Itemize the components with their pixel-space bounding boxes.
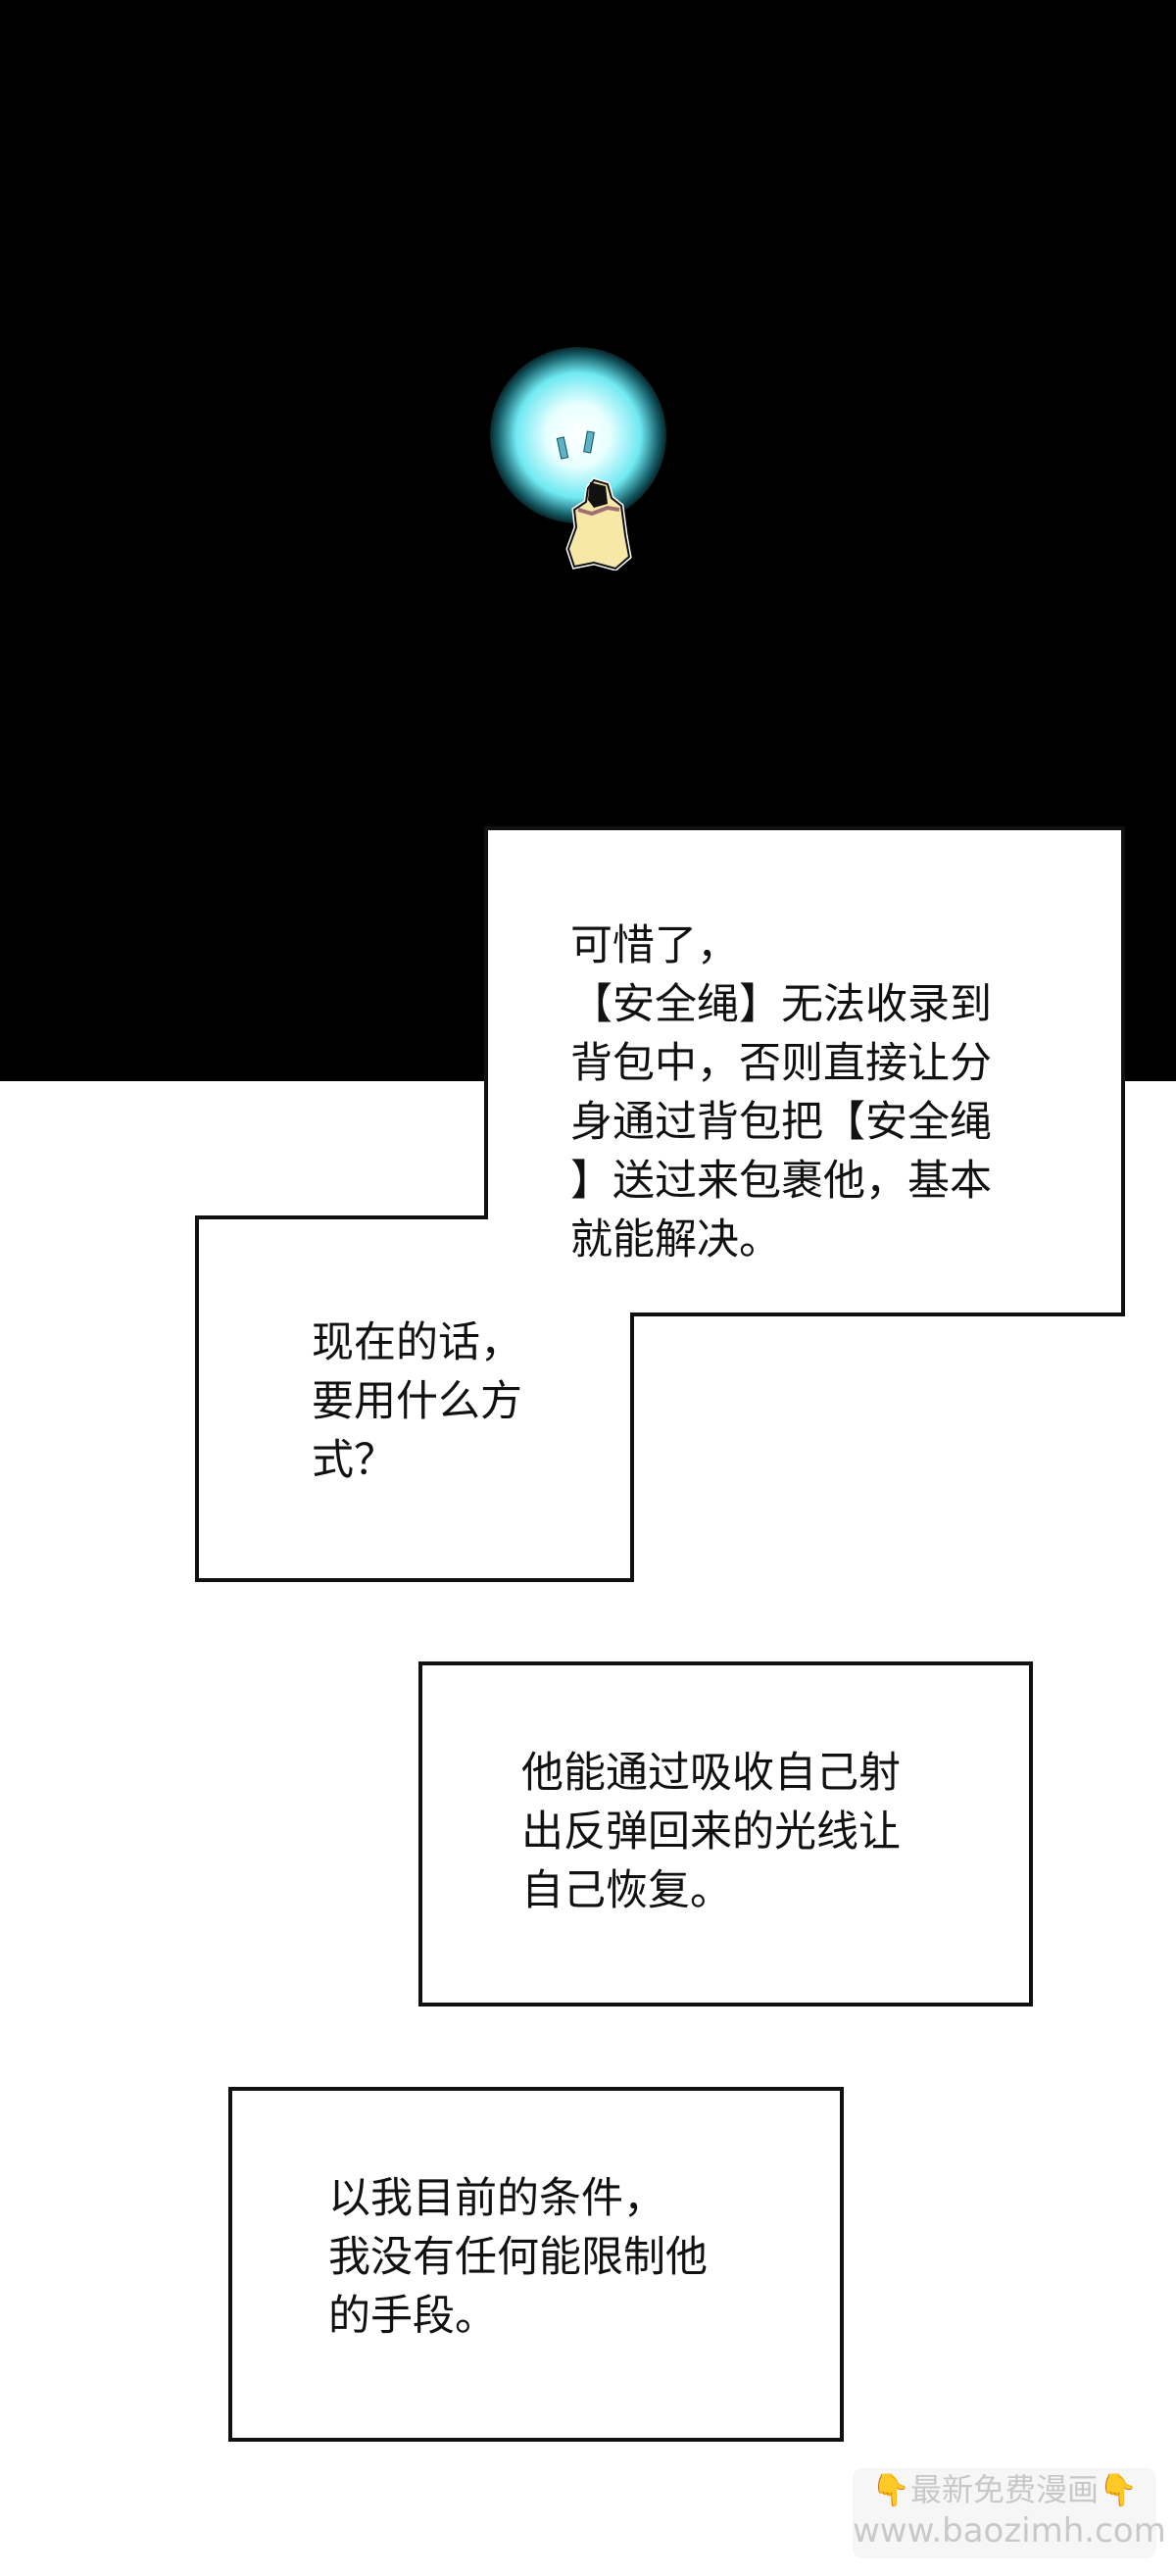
narration-text-3: 他能通过吸收自己射 出反弹回来的光线让 自己恢复。 <box>521 1749 901 1915</box>
glowing-light-orb <box>490 347 666 523</box>
watermark: 👇最新免费漫画👇 www.baozimh.com <box>853 2468 1166 2558</box>
narration-text-1: 可惜了， 【安全绳】无法收录到 背包中，否则直接让分 身通过背包把【安全绳 】送… <box>570 921 992 1264</box>
character-figure <box>565 477 632 570</box>
pointing-down-hand-icon: 👇 <box>1099 2471 1138 2508</box>
pointing-down-hand-icon: 👇 <box>871 2471 910 2508</box>
narration-box-4: 以我目前的条件， 我没有任何能限制他 的手段。 <box>228 2087 844 2442</box>
narration-text-4: 以我目前的条件， 我没有任何能限制他 的手段。 <box>328 2174 708 2341</box>
watermark-line1: 最新免费漫画 <box>909 2471 1099 2508</box>
watermark-line2: www.baozimh.com <box>853 2511 1166 2551</box>
narration-text-2: 现在的话， 要用什么方 式？ <box>312 1318 522 1485</box>
narration-box-3: 他能通过吸收自己射 出反弹回来的光线让 自己恢复。 <box>418 1661 1033 2006</box>
